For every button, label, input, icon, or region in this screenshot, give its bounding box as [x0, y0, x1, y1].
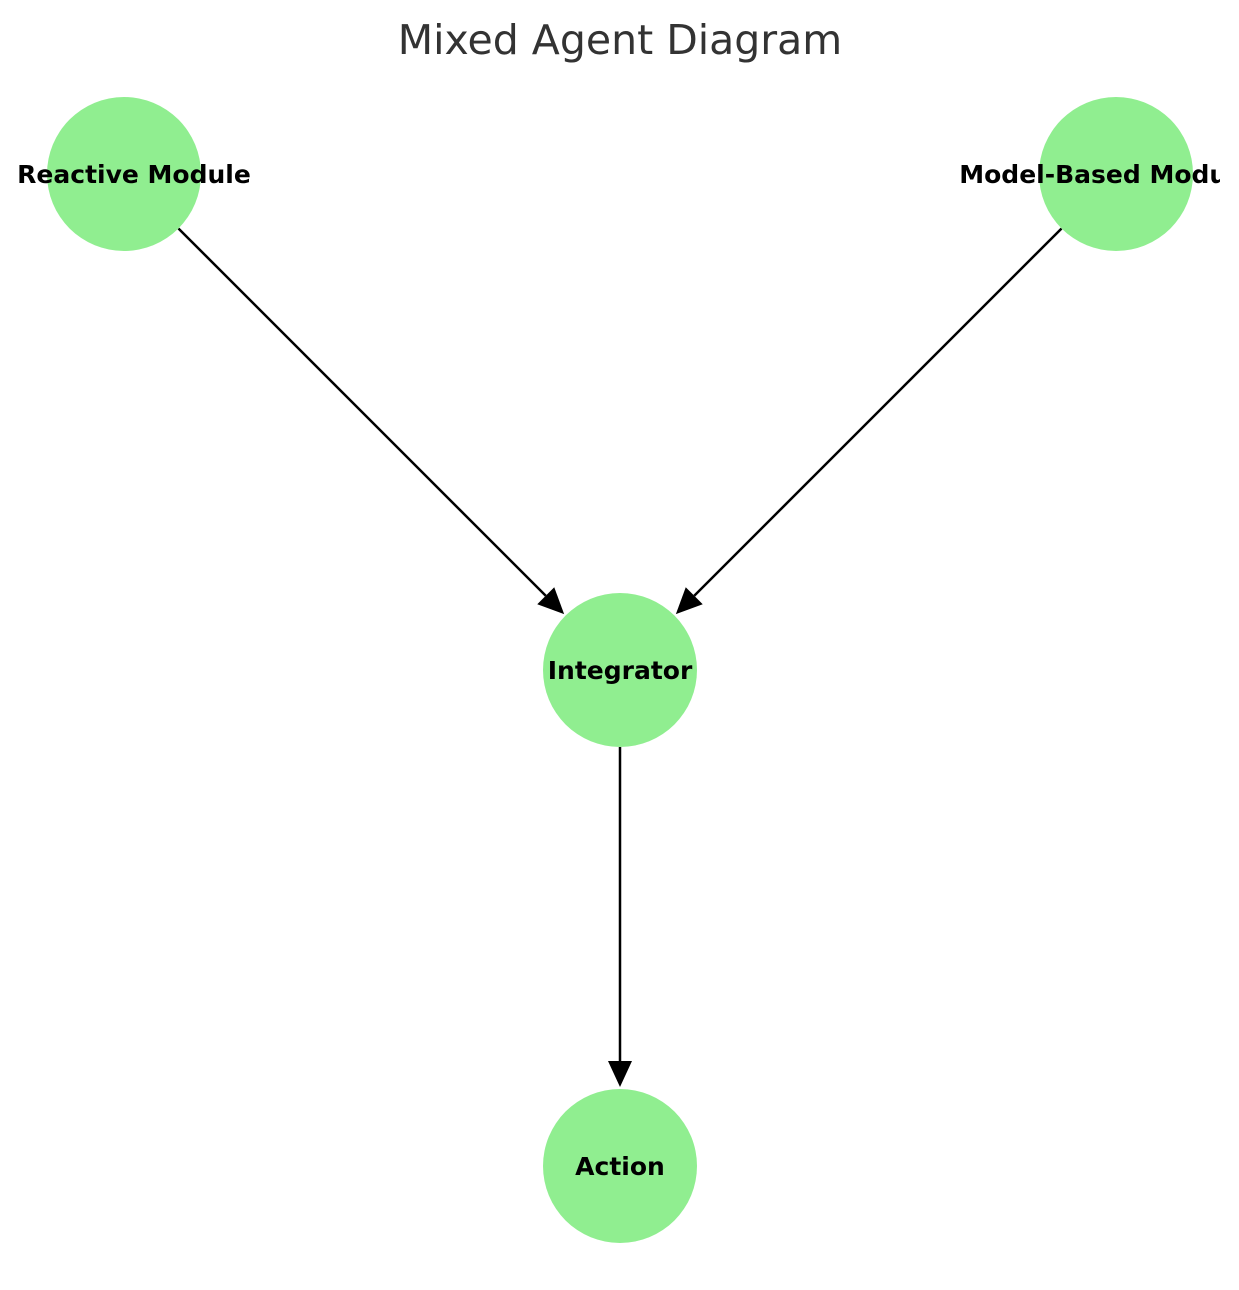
edges-group	[177, 227, 1063, 1087]
diagram-title: Mixed Agent Diagram	[398, 16, 842, 64]
edge-0	[177, 227, 565, 615]
node-circle-reactive	[47, 97, 201, 251]
edge-1	[675, 227, 1063, 615]
node-circle-integrator	[543, 593, 697, 747]
edge-line	[693, 227, 1063, 597]
node-label-model-based: Model-Based Module	[959, 160, 1239, 189]
arrowhead-icon	[608, 1061, 632, 1087]
node-circle-action	[543, 1089, 697, 1243]
node-reactive-module: Reactive Module	[17, 97, 251, 251]
node-label-reactive: Reactive Module	[17, 160, 251, 189]
node-circle-model-based	[1039, 97, 1193, 251]
arrowhead-icon	[675, 587, 703, 615]
arrowhead-icon	[537, 587, 565, 615]
node-label-action: Action	[575, 1152, 665, 1181]
node-action: Action	[543, 1089, 697, 1243]
nodes-group: Reactive Module Model-Based Module Integ…	[17, 97, 1239, 1243]
node-label-integrator: Integrator	[548, 656, 693, 685]
node-integrator: Integrator	[543, 593, 697, 747]
edge-2	[608, 747, 632, 1087]
edge-line	[177, 227, 547, 597]
node-model-based-module: Model-Based Module	[959, 97, 1239, 251]
